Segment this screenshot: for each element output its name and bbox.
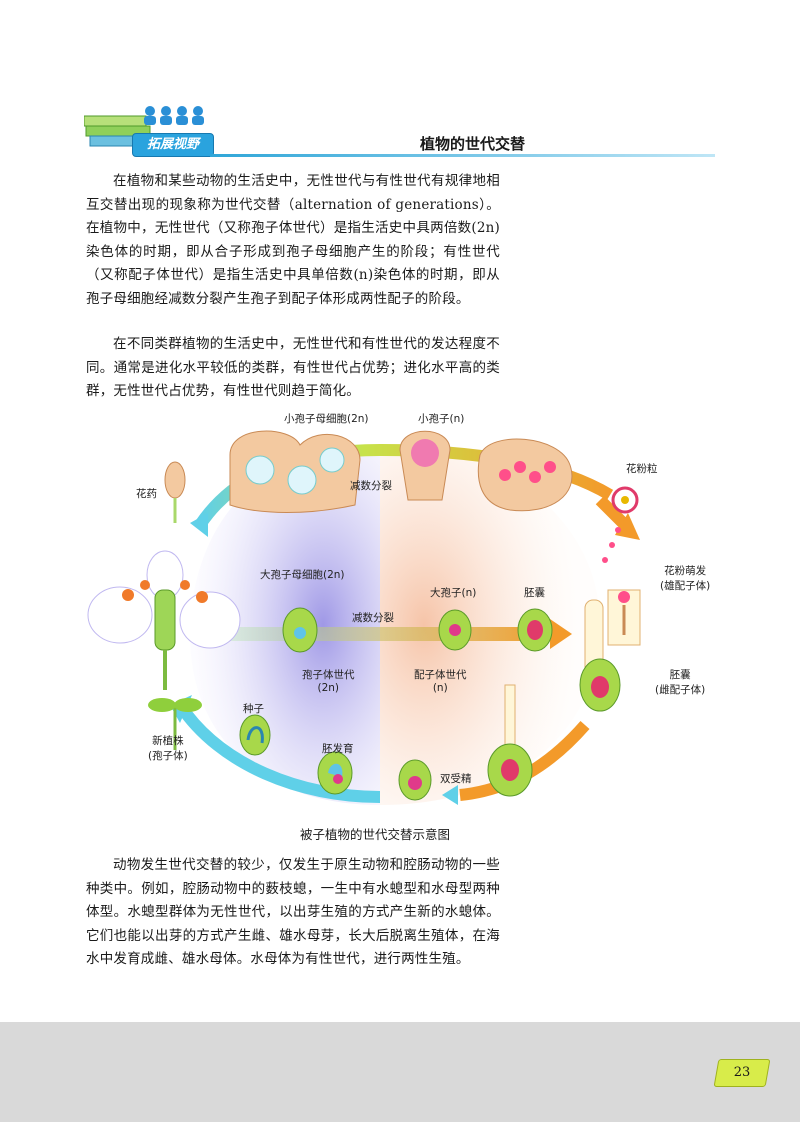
label-embryo-sac: 胚囊 — [524, 587, 545, 599]
diagram-caption: 被子植物的世代交替示意图 — [300, 827, 451, 842]
label-female-gametophyte-2: (雌配子体) — [655, 684, 706, 696]
bottom-left-arc — [175, 701, 381, 803]
label-new-plant-1: 新植株 — [152, 735, 184, 747]
gametophyte-background — [380, 445, 600, 805]
header-badge-label: 拓展视野 — [146, 137, 199, 152]
label-new-plant: 新植株 (孢子体) — [148, 733, 188, 763]
female-gametophyte — [579, 658, 621, 712]
label-megasporocyte: 大孢子母细胞(2n) — [260, 569, 345, 581]
header-decoration — [83, 104, 234, 156]
label-pollen-germination-1: 花粉萌发 — [664, 565, 707, 577]
right-upper-arc — [595, 495, 630, 530]
mature-anther — [477, 438, 573, 512]
embryo-development — [317, 751, 432, 801]
megasporocyte — [282, 607, 318, 653]
label-meiosis-top: 减数分裂 — [350, 480, 392, 492]
header-books-icon — [83, 106, 204, 147]
page-number-badge: 23 — [713, 1059, 771, 1087]
label-female-gametophyte-1: 胚囊 — [669, 669, 691, 681]
microspore — [399, 430, 451, 501]
label-double-fertilization: 双受精 — [440, 773, 472, 785]
label-pollen-germination-2: (雄配子体) — [660, 580, 711, 592]
label-anther: 花药 — [136, 488, 157, 500]
life-cycle-diagram: 小孢子母细胞(2n) 小孢子(n) 花粉粒 花药 减数分裂 大孢子母细胞(2n)… — [80, 405, 730, 840]
arrow-head-right — [615, 513, 640, 540]
double-fertilization — [487, 684, 533, 797]
stamen-icon — [164, 461, 186, 523]
page-number: 23 — [733, 1065, 751, 1080]
label-sporophyte-generation: 孢子体世代 (2n) — [302, 667, 355, 694]
seedling — [148, 698, 202, 750]
label-sporophyte-generation-1: 孢子体世代 — [302, 669, 355, 681]
life-cycle-diagram-svg — [87, 430, 641, 805]
paragraph-2: 在不同类群植物的生活史中，无性世代和有性世代的发达程度不同。通常是进化水平较低的… — [86, 336, 500, 399]
label-microspore: 小孢子(n) — [418, 413, 465, 425]
header-badge: 拓展视野 — [132, 133, 214, 157]
label-microsporocyte: 小孢子母细胞(2n) — [284, 413, 369, 425]
label-seed: 种子 — [243, 703, 264, 715]
label-gametophyte-generation-2: (n) — [432, 682, 448, 694]
anther-section — [229, 430, 361, 513]
meiosis-arrow-head — [550, 619, 572, 649]
flower — [87, 550, 241, 690]
label-gametophyte-generation: 配子体世代 (n) — [414, 667, 467, 694]
paragraph-1: 在植物和某些动物的生活史中，无性世代与有性世代有规律地相互交替出现的现象称为世代… — [86, 173, 500, 307]
footer-band — [0, 1022, 800, 1122]
arrow-head-top — [190, 513, 208, 537]
label-pollen: 花粉粒 — [626, 463, 658, 475]
arrow-head-bottom — [442, 785, 458, 805]
label-new-plant-2: (孢子体) — [148, 750, 188, 762]
paragraph-3: 动物发生世代交替的较少，仅发生于原生动物和腔肠动物的一些种类中。例如，腔肠动物中… — [86, 857, 500, 967]
label-meiosis-mid: 减数分裂 — [352, 612, 394, 624]
label-megaspore: 大孢子(n) — [430, 587, 477, 599]
label-pollen-germination: 花粉萌发 (雄配子体) — [660, 563, 710, 593]
label-sporophyte-generation-2: (2n) — [317, 682, 340, 694]
megaspore — [438, 609, 472, 651]
embryo-sac — [517, 608, 553, 652]
seed — [239, 714, 271, 756]
meiosis-arrow — [230, 627, 550, 641]
label-embryo-development: 胚发育 — [322, 743, 354, 755]
label-female-gametophyte: 胚囊 (雌配子体) — [655, 667, 705, 697]
label-gametophyte-generation-1: 配子体世代 — [414, 669, 467, 681]
header-rule — [210, 154, 715, 157]
page-title: 植物的世代交替 — [420, 135, 526, 153]
